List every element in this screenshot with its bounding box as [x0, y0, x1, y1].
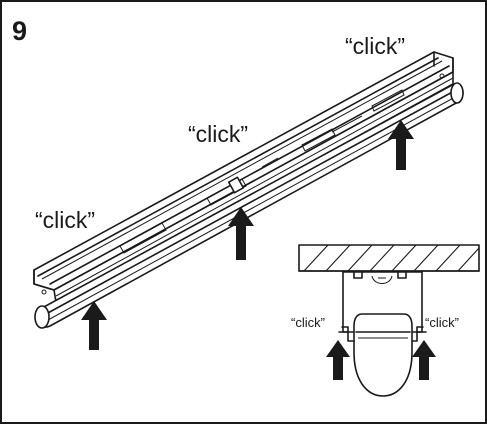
ceiling-hatch [303, 244, 480, 272]
click-label-right: “click” [345, 33, 405, 59]
detail-click-label-left: “click” [291, 315, 325, 330]
up-arrow-icon [412, 340, 436, 380]
diffuser-section [353, 313, 413, 397]
step-number: 9 [12, 16, 27, 46]
ceiling [298, 244, 480, 272]
up-arrow-icon [326, 340, 350, 380]
click-label-left: “click” [35, 207, 95, 233]
detail-click-label-right: “click” [425, 315, 459, 330]
detail-view: “click” “click” [291, 244, 480, 397]
up-arrow-icon [388, 120, 414, 170]
up-arrow-icon [228, 207, 254, 260]
light-fixture [33, 51, 464, 329]
up-arrow-icon [81, 301, 107, 350]
click-label-middle: “click” [188, 121, 248, 147]
